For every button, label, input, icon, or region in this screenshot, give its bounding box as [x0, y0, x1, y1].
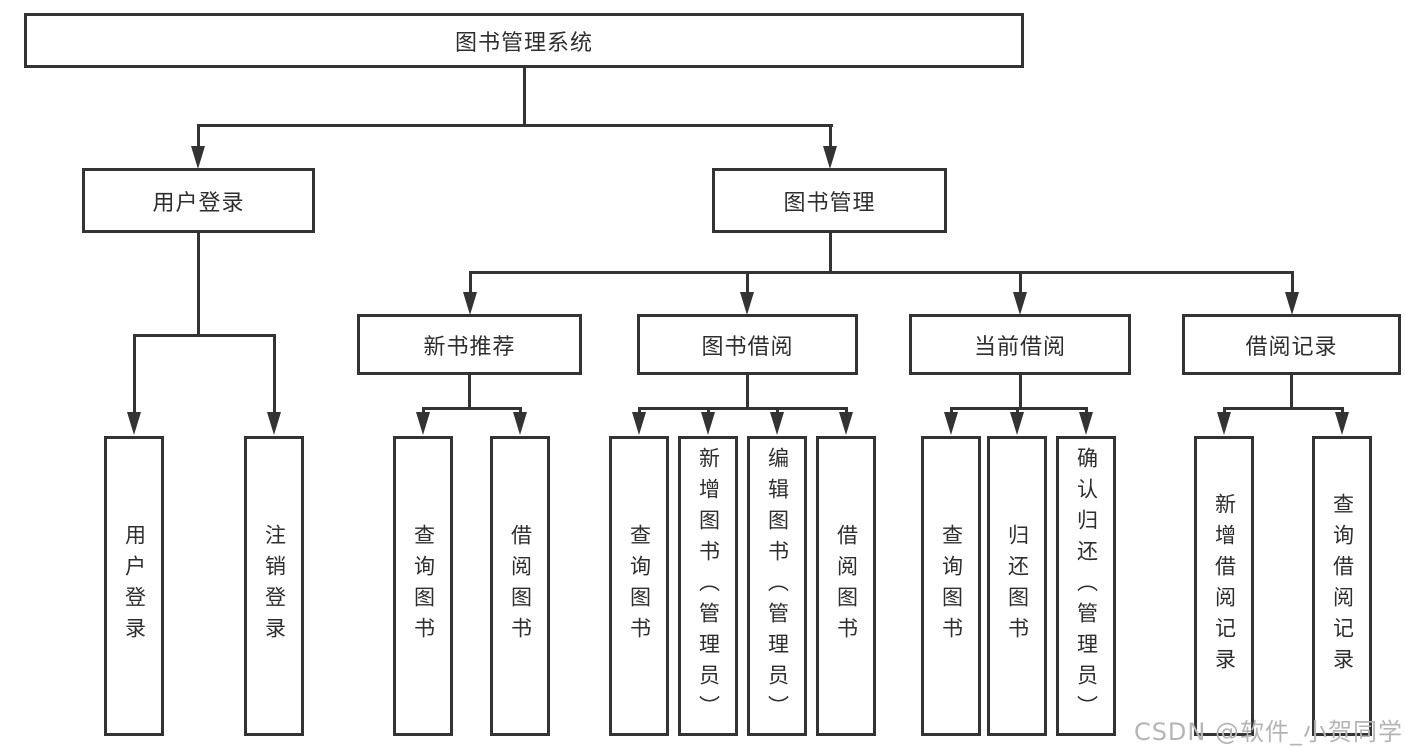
connector-borrow-split [638, 407, 848, 410]
connector-drop-borrow-leaf4 [845, 407, 848, 414]
leaf-borrow-edit-books-admin: 编辑图书（管理员） [747, 436, 807, 736]
node-current-borrowing: 当前借阅 [909, 314, 1131, 375]
arrowhead-borrow [740, 292, 754, 315]
connector-drop-current [1019, 271, 1022, 294]
connector-drop-user-login [197, 124, 200, 148]
connector-records-stem [1290, 375, 1293, 410]
connector-drop-records-leaf2 [1341, 407, 1344, 414]
arrowhead-borrow-leaf2 [701, 412, 715, 435]
leaf-records-add-record: 新增借阅记录 [1194, 436, 1254, 736]
leaf-borrow-borrow-books: 借阅图书 [816, 436, 876, 736]
arrowhead-borrow-leaf3 [770, 412, 784, 435]
connector-mgmt-split [469, 271, 1294, 274]
node-new-book-recommend: 新书推荐 [357, 314, 582, 375]
node-current-borrowing-label: 当前借阅 [973, 334, 1066, 360]
node-user-login-label: 用户登录 [152, 190, 245, 216]
connector-drop-newbook-leaf1 [422, 407, 425, 414]
leaf-records-query-record: 查询借阅记录 [1312, 436, 1372, 736]
leaf-borrow-query-books: 查询图书 [609, 436, 669, 736]
watermark: CSDN @软件_小贺同学 [1133, 718, 1403, 746]
connector-drop-book-mgmt [829, 124, 832, 148]
leaf-newbook-query-books-label: 查询图书 [411, 524, 436, 648]
leaf-newbook-query-books: 查询图书 [393, 436, 453, 736]
leaf-newbook-borrow-books: 借阅图书 [490, 436, 550, 736]
connector-drop-borrow-leaf2 [707, 407, 710, 414]
connector-newbook-stem [468, 375, 471, 410]
arrowhead-book-mgmt [823, 146, 837, 169]
leaf-current-return-books: 归还图书 [987, 436, 1047, 736]
connector-current-stem [1019, 375, 1022, 410]
connector-drop-records-leaf1 [1223, 407, 1226, 414]
connector-newbook-split [422, 407, 522, 410]
node-book-management: 图书管理 [712, 168, 947, 233]
connector-mgmt-stem [829, 233, 832, 273]
leaf-user-login: 用户登录 [104, 436, 164, 736]
arrowhead-current-leaf1 [944, 412, 958, 435]
arrowhead-login-leaf1 [127, 412, 141, 435]
connector-login-split [133, 334, 276, 337]
leaf-current-query-books-label: 查询图书 [939, 524, 964, 648]
arrowhead-borrow-leaf1 [632, 412, 646, 435]
connector-drop-records [1291, 271, 1294, 294]
arrowhead-current-leaf3 [1079, 412, 1093, 435]
connector-borrow-stem [746, 375, 749, 410]
node-borrowing-records: 借阅记录 [1182, 314, 1401, 375]
arrowhead-records-leaf1 [1217, 412, 1231, 435]
leaf-user-login-label: 用户登录 [122, 524, 147, 648]
connector-drop-current-leaf1 [950, 407, 953, 414]
connector-drop-borrow-leaf1 [638, 407, 641, 414]
arrowhead-borrow-leaf4 [839, 412, 853, 435]
leaf-current-return-books-label: 归还图书 [1005, 524, 1030, 648]
connector-drop-current-leaf2 [1016, 407, 1019, 414]
arrowhead-current-leaf2 [1010, 412, 1024, 435]
arrowhead-current [1013, 292, 1027, 315]
leaf-borrow-add-books-admin-label: 新增图书（管理员） [696, 446, 721, 726]
node-new-book-recommend-label: 新书推荐 [423, 334, 516, 360]
arrowhead-newbook-leaf2 [513, 412, 527, 435]
arrowhead-records-leaf2 [1335, 412, 1349, 435]
node-book-management-label: 图书管理 [783, 190, 876, 216]
arrowhead-login-leaf2 [267, 412, 281, 435]
connector-drop-login-leaf1 [133, 334, 136, 412]
leaf-current-query-books: 查询图书 [921, 436, 981, 736]
node-library-system-label: 图书管理系统 [454, 30, 593, 56]
arrowhead-user-login [191, 146, 205, 169]
node-book-borrowing-label: 图书借阅 [701, 334, 794, 360]
arrowhead-newbook-leaf1 [416, 412, 430, 435]
connector-drop-newbook [469, 271, 472, 294]
leaf-newbook-borrow-books-label: 借阅图书 [508, 524, 533, 648]
arrowhead-newbook [463, 292, 477, 315]
connector-drop-login-leaf2 [273, 334, 276, 412]
leaf-current-confirm-return-admin-label: 确认归还（管理员） [1074, 446, 1099, 726]
leaf-current-confirm-return-admin: 确认归还（管理员） [1056, 436, 1116, 736]
connector-drop-current-leaf3 [1085, 407, 1088, 414]
connector-drop-newbook-leaf2 [519, 407, 522, 414]
leaf-records-query-record-label: 查询借阅记录 [1330, 493, 1355, 679]
leaf-logout-label: 注销登录 [262, 524, 287, 648]
connector-drop-borrow-leaf3 [776, 407, 779, 414]
leaf-borrow-borrow-books-label: 借阅图书 [834, 524, 859, 648]
node-library-system: 图书管理系统 [24, 13, 1024, 68]
leaf-borrow-add-books-admin: 新增图书（管理员） [678, 436, 738, 736]
node-borrowing-records-label: 借阅记录 [1245, 334, 1338, 360]
leaf-borrow-edit-books-admin-label: 编辑图书（管理员） [765, 446, 790, 726]
leaf-logout: 注销登录 [244, 436, 304, 736]
connector-root-stem [523, 68, 526, 126]
connector-current-split [950, 407, 1088, 410]
leaf-borrow-query-books-label: 查询图书 [627, 524, 652, 648]
node-book-borrowing: 图书借阅 [637, 314, 858, 375]
leaf-records-add-record-label: 新增借阅记录 [1212, 493, 1237, 679]
connector-records-split [1223, 407, 1344, 410]
node-user-login: 用户登录 [82, 168, 315, 233]
connector-login-stem [197, 233, 200, 336]
connector-drop-borrow [746, 271, 749, 294]
connector-root-split [197, 124, 833, 127]
arrowhead-records [1285, 292, 1299, 315]
